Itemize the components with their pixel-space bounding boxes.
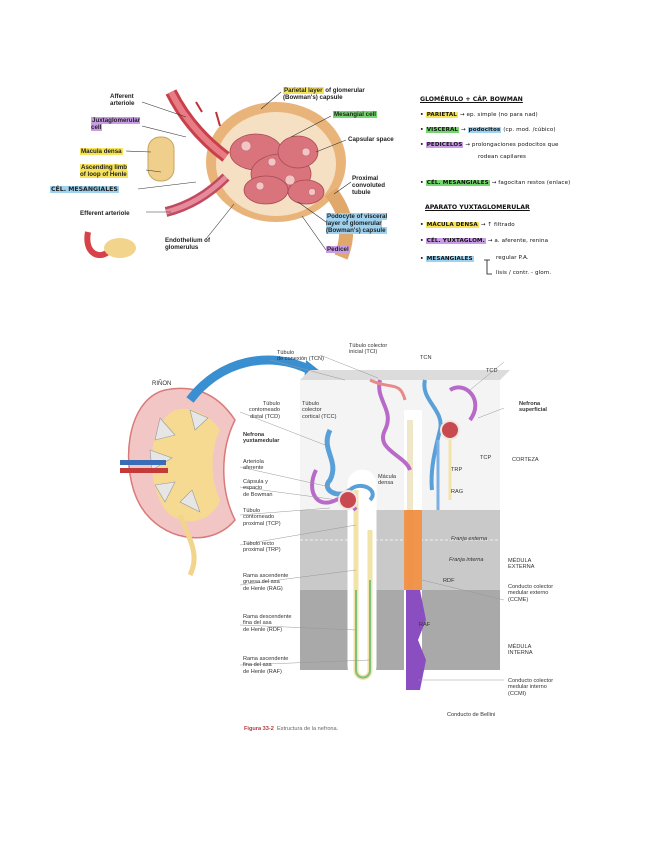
label-podocyte: Podocyte of visceral layer of glomerular… [326,213,388,234]
label-pedicel: Pedicel [326,246,350,253]
note-mes-a-text: regular P.A. [496,255,529,261]
label-rdf: RDF [443,578,455,584]
note-pedicelos-2: rodean capilares [478,154,526,161]
note-cel-yuxta-hl: CÉL. YUXTAGLOM. [425,238,486,244]
mesangial-highlight: Mesangial cell [333,111,377,118]
note-cel-yuxta-text: → a. aferente, renina [485,238,549,244]
note-visceral-mid: → [459,127,468,133]
label-tcd-left: Túbulo contorneado distal (TCD) [248,401,280,420]
nephron-illustration [118,354,510,690]
note-cel-mes-hl: CÉL. MESANGIALES [425,180,490,186]
note-macula-text: → ↑ filtrado [478,222,515,228]
caption-text: Estructura de la nefrona. [276,726,339,732]
label-tcn: TCN [420,355,432,361]
label-tcp-left: Túbulo contorneado proximal (TCP) [243,508,281,527]
label-juxtaglomerular-cell: Juxtaglomerular cell [91,117,141,131]
label-medula-externa: MÉDULA EXTERNA [508,558,535,571]
label-capsula: Cápsula y espacio de Bowman [243,479,273,498]
zoom-arrow [186,355,313,403]
note-macula-hl: MÁCULA DENSA [425,222,479,228]
label-mesangial-cell: Mesangial cell [333,111,377,118]
ascending-highlight: Ascending limb of loop of Henle [80,164,128,178]
glomerulus-figure [76,82,406,272]
label-raf-left: Rama ascendente fina del asa de Henle (R… [243,656,289,675]
note-parietal: • PARIETAL → ep. simple (no para nad) [420,112,538,118]
label-ccme: Conducto colector medular externo (CCME) [508,584,554,603]
note-mesangiales-a: regular P.A. [496,255,529,262]
note-mesangiales-hl: MESANGIALES [425,256,474,262]
label-rinon: RIÑON [152,381,172,387]
note-pedicelos-text: → prolongaciones podocitos que [463,142,559,148]
label-capsular-space: Capsular space [348,136,394,143]
label-tci: Túbulo colector inicial (TCI) [349,343,388,356]
note-mes-b-text: lisis / contr. - glom. [496,270,552,276]
parietal-rest: of glomerular (Bowman's) capsule [283,87,365,101]
parietal-highlight: Parietal layer [283,87,324,94]
label-parietal-layer: Parietal layer of glomerular (Bowman's) … [283,87,365,101]
label-franja-externa: Franja externa [451,536,488,542]
note-brace [484,259,492,275]
nephron-figure [118,340,560,730]
label-nefrona-superficial: Nefrona superficial [519,401,547,414]
notes-title-aparato: APARATO YUXTAGLOMERULAR [425,204,530,211]
label-raf: RAF [419,622,431,628]
glomerulus-illustration [84,89,354,260]
note-visceral-text: (cp. mod. /cúbico) [501,127,556,133]
note-pedicelos: • PEDICELOS → prolongaciones podocitos q… [420,142,559,148]
label-ccmi: Conducto colector medular interno (CCMI) [508,678,554,697]
note-podocitos-hl: podocitos [467,127,502,133]
label-tcd: TCD [486,368,498,374]
note-pedicelos-hl: PEDICELOS [425,142,464,148]
label-trp-left: Túbulo recto proximal (TRP) [243,541,281,554]
cel-mes-highlight: CÉL. MESANGIALES [50,186,119,193]
figure-caption: Figura 33-2 Estructura de la nefrona. [244,726,338,732]
label-endothelium: Endothelium of glomerulus [165,237,211,251]
note-pedicelos-text2: rodean capilares [478,154,527,160]
label-trp: TRP [451,467,463,473]
label-afferent-arteriole: Afferent arteriole [110,93,135,107]
label-rdf-left: Rama descendente fina del asa de Henle (… [243,614,292,633]
note-visceral: • VISCERAL → podocitos (cp. mod. /cúbico… [420,127,556,133]
label-macula-densa: Macula densa [80,148,123,155]
label-franja-interna: Franja interna [449,557,484,563]
label-nefrona-yuxta: Nefrona yuxtamedular [243,432,280,445]
label-tcn-long: Túbulo de conexión (TCN) [277,350,324,363]
note-visceral-hl: VISCERAL [425,127,460,133]
label-macula-densa: Mácula densa [378,474,397,487]
label-ascending-limb: Ascending limb of loop of Henle [80,164,128,178]
note-mesangiales: • MESANGIALES [420,256,474,262]
podocyte-highlight: Podocyte of visceral layer of glomerular… [326,213,388,234]
note-mesangiales-b: lisis / contr. - glom. [496,270,551,277]
note-cel-yuxta: • CÉL. YUXTAGLOM. → a. aferente, renina [420,238,549,244]
label-cel-mesangiales: CÉL. MESANGIALES [50,186,119,193]
label-tcp: TCP [480,455,492,461]
label-medula-interna: MÉDULA INTERNA [508,644,533,657]
label-arteriola: Arteriola aferente [243,459,264,472]
notes-title-glomerulo: GLOMÉRULO + CÁP. BOWMAN [420,96,523,103]
note-macula-densa: • MÁCULA DENSA → ↑ filtrado [420,222,515,228]
note-parietal-hl: PARIETAL [425,112,458,118]
kidney-drawing [118,387,236,577]
note-cel-mesangiales: • CÉL. MESANGIALES → fagocitan restos (e… [420,180,571,186]
label-corteza: CORTEZA [512,457,539,463]
label-tcc: Túbulo colector cortical (TCC) [302,401,337,420]
label-efferent-arteriole: Efferent arteriole [80,210,130,217]
juxtaglomerular-highlight: Juxtaglomerular cell [91,117,141,131]
note-cel-mes-text: → fagocitan restos (enlace) [489,180,571,186]
label-rag-left: Rama ascendente gruesa del asa de Henle … [243,573,289,592]
pedicel-highlight: Pedicel [326,246,350,253]
caption-figure-number: Figura 33-2 [244,726,274,732]
note-parietal-text: → ep. simple (no para nad) [457,112,538,118]
label-rag: RAG [451,489,464,495]
macula-highlight: Macula densa [80,148,123,155]
label-proximal-tubule: Proximal convoluted tubule [352,175,386,196]
label-bellini: Conducto de Bellini [447,712,496,718]
